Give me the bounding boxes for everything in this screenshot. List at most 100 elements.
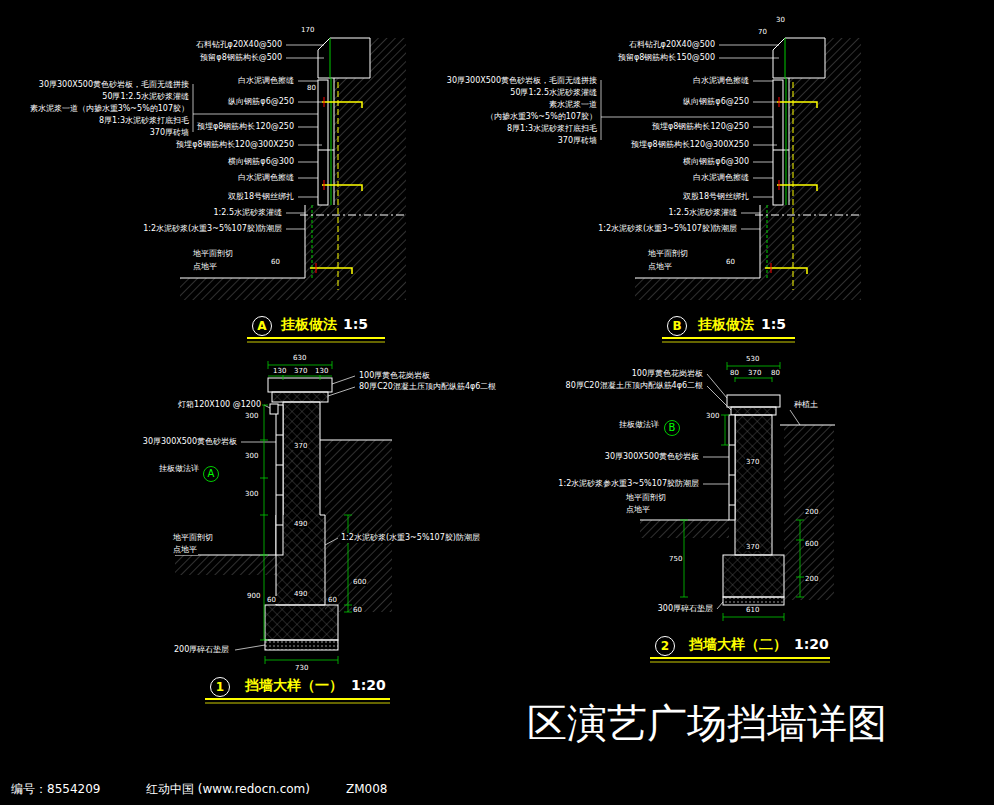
caption-text: 挂板做法 bbox=[280, 316, 338, 333]
annotation-text: 素水泥浆一道 bbox=[548, 100, 598, 110]
annotation-text: 石料钻孔φ20X40@500 bbox=[628, 40, 716, 50]
dimension-text: 600 bbox=[352, 578, 367, 586]
dimension-text: 300 bbox=[244, 452, 259, 460]
dimension-text: 60 bbox=[327, 596, 338, 604]
dimension-text: 530 bbox=[745, 355, 760, 363]
annotation-text: 双股18号钢丝绑扎 bbox=[682, 192, 750, 202]
annotation-text: 白水泥调色擦缝 bbox=[237, 76, 295, 86]
annotation-text: 100厚黄色花岗岩板 bbox=[631, 369, 704, 379]
annotation-text: 纵向钢筋φ6@250 bbox=[227, 97, 295, 107]
annotation-text: 1:2水泥砂浆参水重3~5%107胶防潮层 bbox=[557, 479, 700, 489]
circle-letter: A bbox=[208, 469, 215, 479]
footing bbox=[723, 555, 784, 597]
dimension-text: 370 bbox=[293, 442, 308, 450]
leader-a bbox=[193, 45, 324, 229]
dimension-text: 370 bbox=[745, 458, 760, 466]
caption-text: 1:20 bbox=[793, 636, 830, 653]
dimension-text: 490 bbox=[293, 520, 308, 528]
coping bbox=[268, 378, 332, 392]
lamp-box bbox=[270, 404, 278, 414]
wall-detail-1 bbox=[175, 361, 392, 664]
annotation-text: 1:2.5水泥砂浆灌缝 bbox=[667, 208, 738, 218]
annotation-text: 80厚C20混凝土压顶内配纵筋4φ6二根 bbox=[565, 381, 704, 391]
reference-circle: B bbox=[664, 420, 680, 436]
annotation-text: 预留φ8钢筋构长@500 bbox=[199, 53, 283, 63]
caption-text: 1:5 bbox=[760, 316, 787, 333]
dimension-text: 170 bbox=[300, 26, 315, 34]
annotation-text: 200厚碎石垫层 bbox=[173, 645, 230, 655]
dimension-text: 200 bbox=[804, 575, 819, 583]
dimension-text: 370 bbox=[745, 543, 760, 551]
annotation-text: 预埋φ8钢筋构长120@300X250 bbox=[175, 140, 295, 150]
reference-circle: A bbox=[203, 466, 219, 482]
dimension-text: 600 bbox=[804, 540, 819, 548]
annotation-text: 30厚300X500黄色砂岩板 bbox=[142, 437, 238, 447]
annotation-text: 地平面剖切 bbox=[625, 493, 667, 503]
caption-underlines bbox=[205, 338, 830, 703]
annotation-text: 30厚300X500黄色砂岩板，毛面无缝拼接 bbox=[38, 80, 190, 90]
dimension-text: 60 bbox=[270, 258, 281, 266]
annotation-text: 纵向钢筋φ6@250 bbox=[682, 97, 750, 107]
circle-letter: B bbox=[672, 320, 681, 332]
ground-hatch bbox=[640, 520, 729, 538]
annotation-text: 370厚砖墙 bbox=[557, 136, 598, 146]
caption-text: 挡墙大样（二） bbox=[688, 636, 788, 653]
annotation-text: 预埋φ8钢筋构长120@300X250 bbox=[630, 140, 750, 150]
annotation-text: 点地平 bbox=[625, 505, 651, 515]
footer-text: ZM008 bbox=[345, 782, 388, 796]
caption-circle: B bbox=[667, 316, 687, 336]
dimension-text: 300 bbox=[705, 412, 720, 420]
annotation-text: 8厚1:3水泥砂浆打底扫毛 bbox=[98, 116, 190, 126]
caption-circle: 1 bbox=[210, 677, 230, 697]
annotation-text: 地平面剖切 bbox=[172, 533, 214, 543]
caption-text: 1:20 bbox=[350, 677, 387, 694]
annotation-text: （内掺水重3%~5%的107胶） bbox=[485, 112, 598, 122]
annotation-text: 80厚C20混凝土压顶内配纵筋4φ6二根 bbox=[358, 382, 497, 392]
coping bbox=[727, 395, 780, 407]
annotation-text: 1:2水泥砂浆(水重3~5%107胶)防潮层 bbox=[142, 224, 283, 234]
dimension-text: 730 bbox=[294, 664, 309, 672]
dimension-text: 370 bbox=[747, 369, 762, 377]
annotation-text: 横向钢筋φ6@300 bbox=[682, 157, 750, 167]
ground-line bbox=[320, 440, 392, 441]
annotation-text: 1:2水泥砂浆(水重3~5%107胶)防潮层 bbox=[597, 224, 738, 234]
annotation-text: 点地平 bbox=[647, 262, 673, 272]
annotation-text: 地平面剖切 bbox=[192, 249, 234, 259]
annotation-text: 预埋φ8钢筋构长120@250 bbox=[196, 122, 295, 132]
annotation-text: 30厚300X500黄色砂岩板 bbox=[604, 452, 700, 462]
annotation-text: 挂板做法详 bbox=[618, 420, 660, 430]
wall-body bbox=[735, 415, 772, 555]
annotation-text: 8厚1:3水泥砂浆打底扫毛 bbox=[506, 124, 598, 134]
panel-joints bbox=[729, 445, 735, 505]
annotation-text: 白水泥调色擦缝 bbox=[692, 76, 750, 86]
dimension-text: 300 bbox=[244, 412, 259, 420]
annotation-text: 石料钻孔φ20X40@500 bbox=[195, 40, 283, 50]
wall-detail-2 bbox=[640, 362, 835, 621]
dimension-text: 70 bbox=[757, 28, 768, 36]
dimension-text: 80 bbox=[729, 369, 740, 377]
annotation-text: 30厚300X500黄色砂岩板，毛面无缝拼接 bbox=[446, 76, 598, 86]
dimension-text: 200 bbox=[804, 508, 819, 516]
panel-joints bbox=[276, 435, 283, 525]
dimension-text: 130 bbox=[272, 367, 287, 375]
concrete-cap bbox=[731, 407, 776, 415]
annotation-text: 370厚砖墙 bbox=[149, 128, 190, 138]
annotation-text: 1:2水泥砂浆(水重3~5%107胶)防潮层 bbox=[340, 533, 481, 543]
annotation-text: 50厚1:2.5水泥砂浆灌缝 bbox=[509, 88, 598, 98]
circle-letter: 1 bbox=[216, 681, 224, 693]
dimension-text: 80 bbox=[306, 84, 317, 92]
leader-lines bbox=[193, 45, 800, 650]
annotation-text: 种植土 bbox=[793, 400, 819, 410]
cladding-detail-b bbox=[635, 38, 861, 300]
caption-text: 1:5 bbox=[342, 316, 369, 333]
concrete-cap bbox=[272, 392, 328, 402]
annotation-text: 预留φ8钢筋构长150@500 bbox=[617, 53, 716, 63]
annotation-text: 白水泥调色擦缝 bbox=[237, 173, 295, 183]
caption-text: 挡墙大样（一） bbox=[244, 677, 344, 694]
gravel-bed bbox=[265, 640, 338, 650]
annotation-text: 双股18号钢丝绑扎 bbox=[227, 192, 295, 202]
dimension-text: 30 bbox=[775, 16, 786, 24]
annotation-text: 300厚碎石垫层 bbox=[657, 604, 714, 614]
caption-circle: 2 bbox=[655, 636, 675, 656]
